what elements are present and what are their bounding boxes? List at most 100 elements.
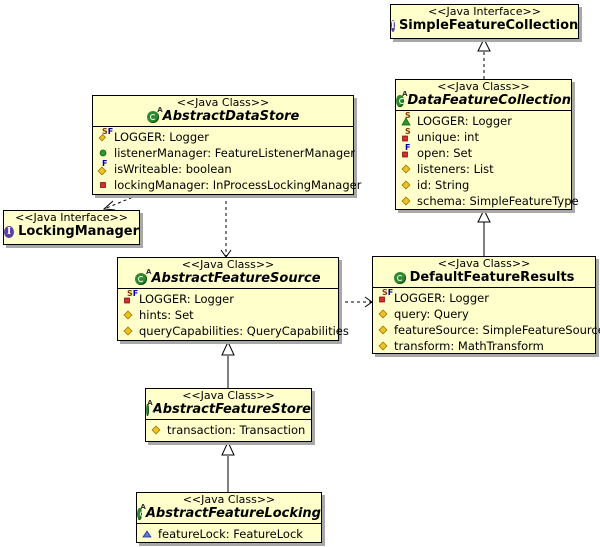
attribute-row: featureLock: FeatureLock (141, 526, 317, 542)
attribute-label: queryCapabilities: QueryCapabilities (139, 324, 349, 338)
default-feature-results-box[interactable]: <<Java Class>> DefaultFeatureResults SF … (372, 256, 600, 356)
static-final-icon: SF (97, 128, 113, 143)
protected-final-icon: F (97, 160, 109, 176)
class-name: SimpleFeatureCollection (398, 18, 579, 33)
attribute-row: F open: Set (400, 144, 567, 161)
protected-icon (150, 424, 162, 436)
abstract-class-icon: A (146, 400, 155, 416)
attribute-label: open: Set (417, 146, 473, 160)
locking-manager-box[interactable]: <<Java Interface>> I LockingManager (3, 210, 140, 245)
stereotype-label: <<Java Class>> (176, 96, 270, 109)
protected-icon (400, 179, 412, 191)
class-name: AbstractFeatureStore (152, 402, 311, 417)
attribute-list: SF LOGGER: Logger hints: Set queryCapabi… (118, 289, 349, 341)
attribute-label: transaction: Transaction (167, 423, 306, 437)
protected-icon (400, 195, 412, 207)
private-static-final-icon: SF (377, 289, 393, 304)
protected-icon (400, 163, 412, 175)
abstract-class-icon: A (146, 107, 163, 123)
class-name: LockingManager (18, 224, 139, 239)
attribute-row: schema: SimpleFeatureType (400, 193, 579, 209)
attribute-row: queryCapabilities: QueryCapabilities (122, 323, 349, 339)
attribute-row: featureSource: SimpleFeatureSource (377, 322, 600, 338)
class-name: AbstractFeatureSource (151, 271, 321, 286)
generalization-arrowhead (221, 440, 235, 456)
private-static-icon: S (400, 128, 412, 143)
attribute-label: LOGGER: Logger (139, 292, 234, 306)
simple-feature-collection-box[interactable]: <<Java Interface>> I SimpleFeatureCollec… (390, 4, 579, 39)
attribute-list: SF LOGGER: Logger query: Query featureSo… (373, 288, 600, 356)
attribute-label: unique: int (417, 130, 479, 144)
attribute-list: SF LOGGER: Logger listenerManager: Featu… (93, 127, 361, 195)
attribute-label: LOGGER: Logger (394, 291, 489, 305)
dependency-line (103, 192, 144, 210)
protected-icon (122, 325, 134, 337)
attribute-row: SF LOGGER: Logger (122, 290, 334, 307)
attribute-label: hints: Set (139, 308, 194, 322)
abstract-class-icon: A (135, 269, 151, 285)
private-static-final-icon: SF (122, 290, 138, 305)
dependency-arrowhead (102, 200, 116, 211)
private-icon (97, 179, 109, 191)
attribute-row: SF LOGGER: Logger (97, 128, 349, 145)
attribute-label: isWriteable: boolean (114, 162, 232, 176)
attribute-row: SF LOGGER: Logger (377, 289, 591, 306)
private-final-icon: F (400, 144, 412, 159)
attribute-row: S LOGGER: Logger (400, 112, 567, 129)
class-name: DataFeatureCollection (407, 93, 571, 108)
class-name: DefaultFeatureResults (409, 270, 575, 285)
attribute-label: featureSource: SimpleFeatureSource (394, 323, 600, 337)
stereotype-label: <<Java Class>> (437, 80, 530, 93)
attribute-list: transaction: Transaction (146, 420, 311, 440)
abstract-feature-locking-box[interactable]: <<Java Class>> A AbstractFeatureLocking … (136, 492, 322, 543)
abstract-feature-store-box[interactable]: <<Java Class>> A AbstractFeatureStore tr… (145, 388, 312, 442)
attribute-list: featureLock: FeatureLock (137, 524, 321, 544)
attribute-list: S LOGGER: Logger S unique: int F open: S… (396, 111, 579, 211)
abstract-class-icon: A (396, 91, 408, 107)
generalization-arrowhead (221, 340, 235, 356)
public-icon (97, 147, 109, 159)
generalization-arrowhead (477, 208, 491, 223)
class-name: AbstractDataStore (162, 109, 300, 124)
attribute-label: featureLock: FeatureLock (158, 527, 303, 541)
protected-icon (377, 324, 389, 336)
package-icon (141, 528, 153, 540)
attribute-label: listeners: List (417, 162, 494, 176)
abstract-feature-source-box[interactable]: <<Java Class>> A AbstractFeatureSource S… (117, 257, 349, 341)
data-feature-collection-box[interactable]: <<Java Class>> A DataFeatureCollection S… (395, 79, 579, 211)
class-name: AbstractFeatureLocking (145, 506, 321, 521)
attribute-row: transform: MathTransform (377, 338, 591, 354)
attribute-label: transform: MathTransform (394, 339, 544, 353)
attribute-row: lockingManager: InProcessLockingManager (97, 177, 361, 193)
attribute-label: LOGGER: Logger (114, 130, 209, 144)
attribute-row: listenerManager: FeatureListenerManager (97, 145, 355, 161)
protected-static-icon: S (400, 112, 412, 127)
interface-icon: I (4, 226, 15, 238)
protected-icon (377, 340, 389, 352)
class-icon (393, 272, 406, 284)
attribute-row: query: Query (377, 306, 591, 322)
interface-icon: I (390, 20, 395, 32)
stereotype-label: <<Java Class>> (182, 493, 276, 506)
protected-icon (377, 308, 389, 320)
stereotype-label: <<Java Class>> (182, 389, 275, 402)
attribute-row: S unique: int (400, 128, 567, 145)
attribute-label: lockingManager: InProcessLockingManager (114, 178, 362, 192)
attribute-label: schema: SimpleFeatureType (417, 194, 579, 208)
attribute-row: F isWriteable: boolean (97, 160, 349, 177)
attribute-row: hints: Set (122, 307, 334, 323)
attribute-label: listenerManager: FeatureListenerManager (114, 146, 355, 160)
stereotype-label: <<Java Class>> (181, 258, 275, 271)
attribute-row: listeners: List (400, 161, 567, 177)
protected-icon (122, 309, 134, 321)
attribute-row: id: String (400, 177, 567, 193)
attribute-row: transaction: Transaction (150, 422, 307, 438)
stereotype-label: <<Java Interface>> (15, 211, 128, 224)
attribute-label: id: String (417, 178, 470, 192)
stereotype-label: <<Java Class>> (437, 257, 531, 270)
abstract-data-store-box[interactable]: <<Java Class>> A AbstractDataStore SF LO… (92, 95, 361, 195)
realization-arrowhead (477, 37, 491, 52)
attribute-label: query: Query (394, 307, 469, 321)
stereotype-label: <<Java Interface>> (428, 5, 541, 18)
